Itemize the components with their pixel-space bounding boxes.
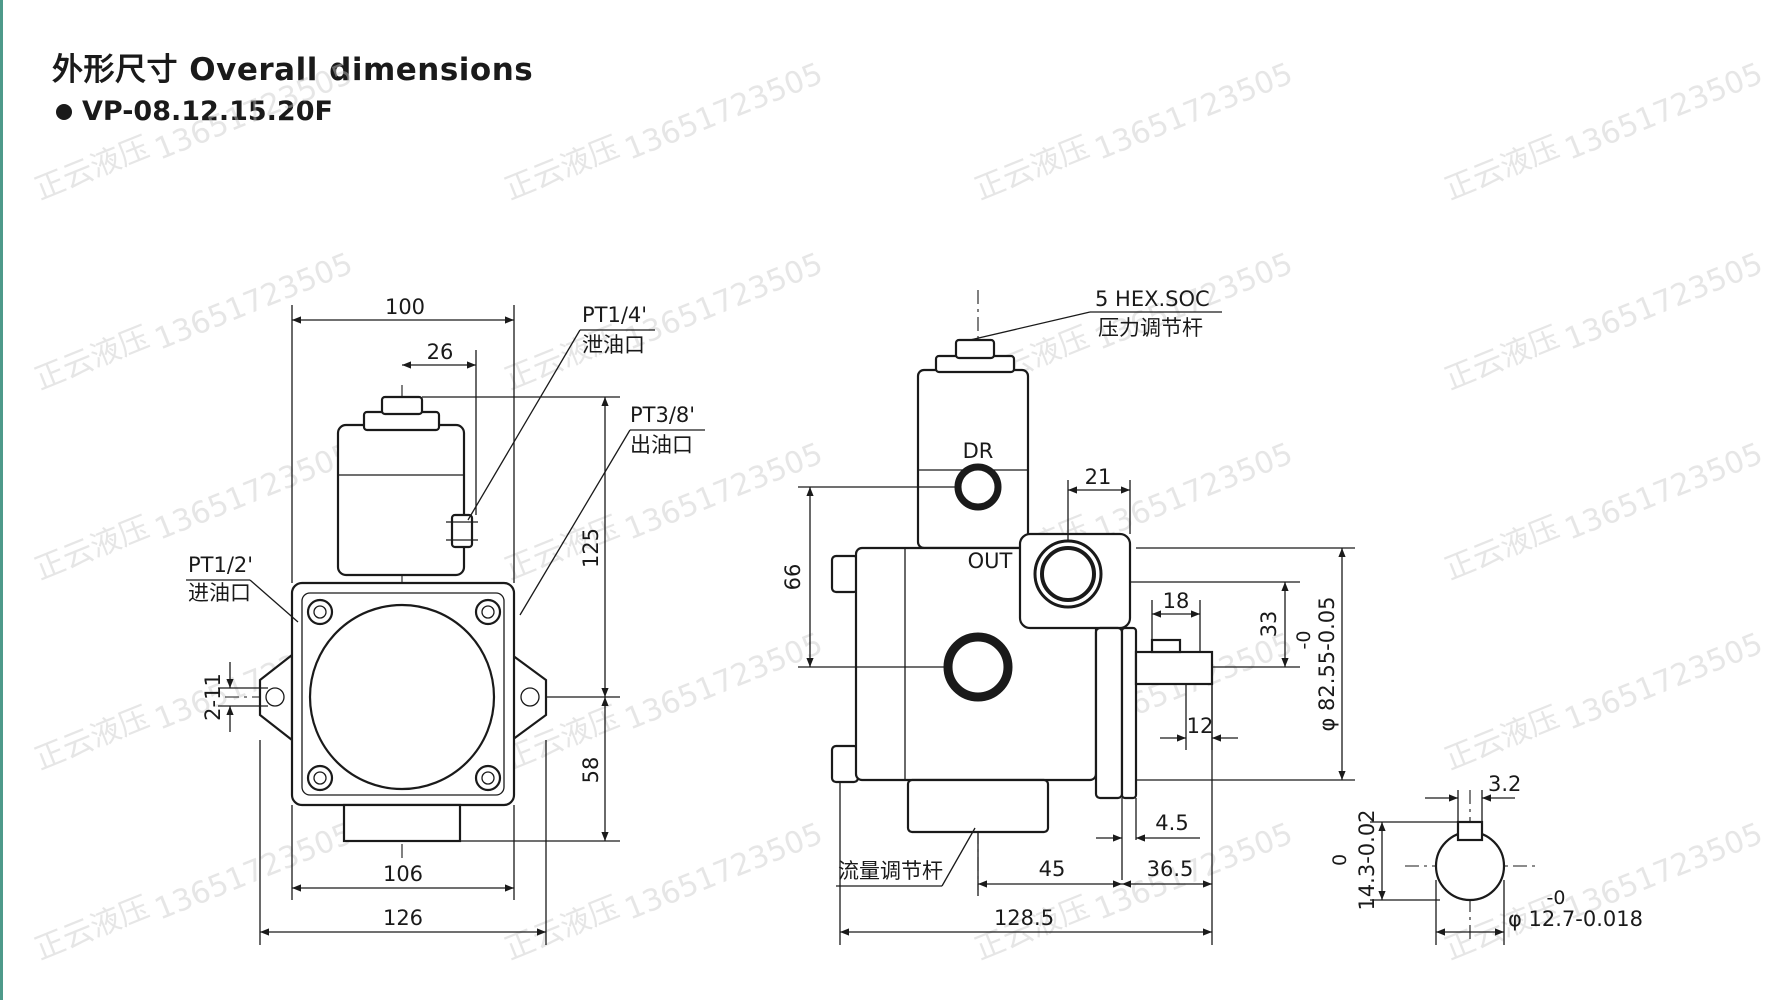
dim-4-5: 4.5 xyxy=(1155,811,1188,835)
flow-adjust-boss xyxy=(906,778,1050,834)
port-in-code: PT1/2' xyxy=(188,553,253,577)
dim-dia-tol: -0 xyxy=(1547,887,1566,909)
watermark-brand: 正云液压 xyxy=(500,130,624,207)
watermark-brand: 正云液压 xyxy=(1440,320,1564,397)
shaft-section xyxy=(1434,830,1506,902)
dim-125: 125 xyxy=(579,528,603,568)
bolt xyxy=(306,598,334,626)
watermark-brand: 正云液压 xyxy=(500,890,624,967)
pump-foot xyxy=(342,803,462,843)
watermark-layer: 正云液压 13651723505 正云液压 13651723505 正云液压 1… xyxy=(30,56,1768,967)
watermark-brand: 正云液压 xyxy=(970,130,1094,207)
page-title: 外形尺寸 Overall dimensions xyxy=(52,52,534,88)
drive-shaft xyxy=(1134,650,1214,686)
watermark-phone: 13651723505 xyxy=(1090,436,1298,547)
dim-45: 45 xyxy=(1039,857,1066,881)
watermark-brand: 正云液压 xyxy=(1440,700,1564,777)
dim-106: 106 xyxy=(383,862,423,886)
model-line: VP-08.12.15.20F xyxy=(56,96,333,127)
dr-port xyxy=(954,463,1002,511)
port-out-code: PT3/8' xyxy=(630,403,695,427)
watermark-phone: 13651723505 xyxy=(1090,56,1298,167)
watermark-phone: 13651723505 xyxy=(1090,816,1298,927)
watermark-brand: 正云液压 xyxy=(1440,130,1564,207)
dim-3-2: 3.2 xyxy=(1488,772,1521,796)
watermark-brand: 正云液压 xyxy=(500,320,624,397)
dim-18: 18 xyxy=(1163,589,1190,613)
dim-dia-12-7: φ 12.7-0.018 xyxy=(1508,907,1643,931)
watermark-brand: 正云液压 xyxy=(30,130,154,207)
hex-socket xyxy=(954,338,996,360)
watermark-phone: 13651723505 xyxy=(620,816,828,927)
watermark-brand: 正云液压 xyxy=(30,510,154,587)
watermark-brand: 正云液压 xyxy=(30,320,154,397)
port-in-label: 进油口 xyxy=(188,581,251,605)
drain-fitting xyxy=(450,513,474,549)
flow-adjust-port xyxy=(943,632,1013,702)
bolt-head xyxy=(830,744,860,784)
watermark-phone: 13651723505 xyxy=(150,436,358,547)
watermark-brand: 正云液压 xyxy=(30,890,154,967)
shaft-detail: 3.2 0 14.3-0.02 -0 φ 12.7-0.018 xyxy=(1329,772,1643,945)
bullet-icon xyxy=(56,103,72,120)
hex-sub-label: 压力调节杆 xyxy=(1098,316,1203,340)
bolt xyxy=(474,598,502,626)
dim-14-3: 14.3-0.02 xyxy=(1355,809,1379,910)
dim-2-11: 2-11 xyxy=(201,673,225,721)
shaft-key-section xyxy=(1456,820,1484,842)
side-view: DR OUT 66 xyxy=(781,287,1355,945)
dim-66: 66 xyxy=(781,564,805,591)
hex-label: 5 HEX.SOC xyxy=(1095,287,1210,311)
bolt xyxy=(306,764,334,792)
dim-126: 126 xyxy=(383,906,423,930)
watermark-phone: 13651723505 xyxy=(150,56,358,167)
dim-12: 12 xyxy=(1187,714,1214,738)
left-edge-rule xyxy=(0,0,3,1000)
dim-tol-top: 0 xyxy=(1329,854,1351,866)
shaft-key xyxy=(1150,638,1182,654)
watermark-phone: 13651723505 xyxy=(150,816,358,927)
dim-128-5: 128.5 xyxy=(994,906,1054,930)
dim-36-5: 36.5 xyxy=(1147,857,1194,881)
model-number: VP-08.12.15.20F xyxy=(82,96,333,127)
watermark-phone: 13651723505 xyxy=(150,246,358,357)
mount-flange xyxy=(1094,626,1124,800)
dim-100: 100 xyxy=(385,295,425,319)
port-drain-code: PT1/4' xyxy=(582,303,647,327)
dim-33: 33 xyxy=(1257,611,1281,638)
body-boss xyxy=(308,603,496,791)
dim-dia-tol-top: -0 xyxy=(1293,631,1315,650)
dim-26: 26 xyxy=(427,340,454,364)
watermark-phone: 13651723505 xyxy=(620,56,828,167)
watermark-phone: 13651723505 xyxy=(1560,56,1768,167)
port-out-label: 出油口 xyxy=(630,433,693,457)
watermark-phone: 13651723505 xyxy=(1560,436,1768,547)
watermark-brand: 正云液压 xyxy=(30,700,154,777)
watermark-brand: 正云液压 xyxy=(1440,510,1564,587)
watermark-phone: 13651723505 xyxy=(620,626,828,737)
dim-dia-82-55: φ 82.55-0.05 xyxy=(1315,597,1339,732)
dr-label: DR xyxy=(963,439,994,463)
watermark-phone: 13651723505 xyxy=(620,246,828,357)
dim-21: 21 xyxy=(1085,465,1112,489)
bolt-head xyxy=(830,554,860,594)
watermark-phone: 13651723505 xyxy=(1560,246,1768,357)
valve-housing xyxy=(336,423,466,577)
out-label: OUT xyxy=(968,549,1013,573)
port-drain-label: 泄油口 xyxy=(582,333,645,357)
watermark-phone: 13651723505 xyxy=(1560,626,1768,737)
front-view: 100 26 125 58 2-11 106 xyxy=(186,295,705,945)
flow-adjust-label: 流量调节杆 xyxy=(838,859,943,883)
bolt xyxy=(474,764,502,792)
side-lug-right xyxy=(510,652,548,743)
dim-58: 58 xyxy=(579,757,603,784)
